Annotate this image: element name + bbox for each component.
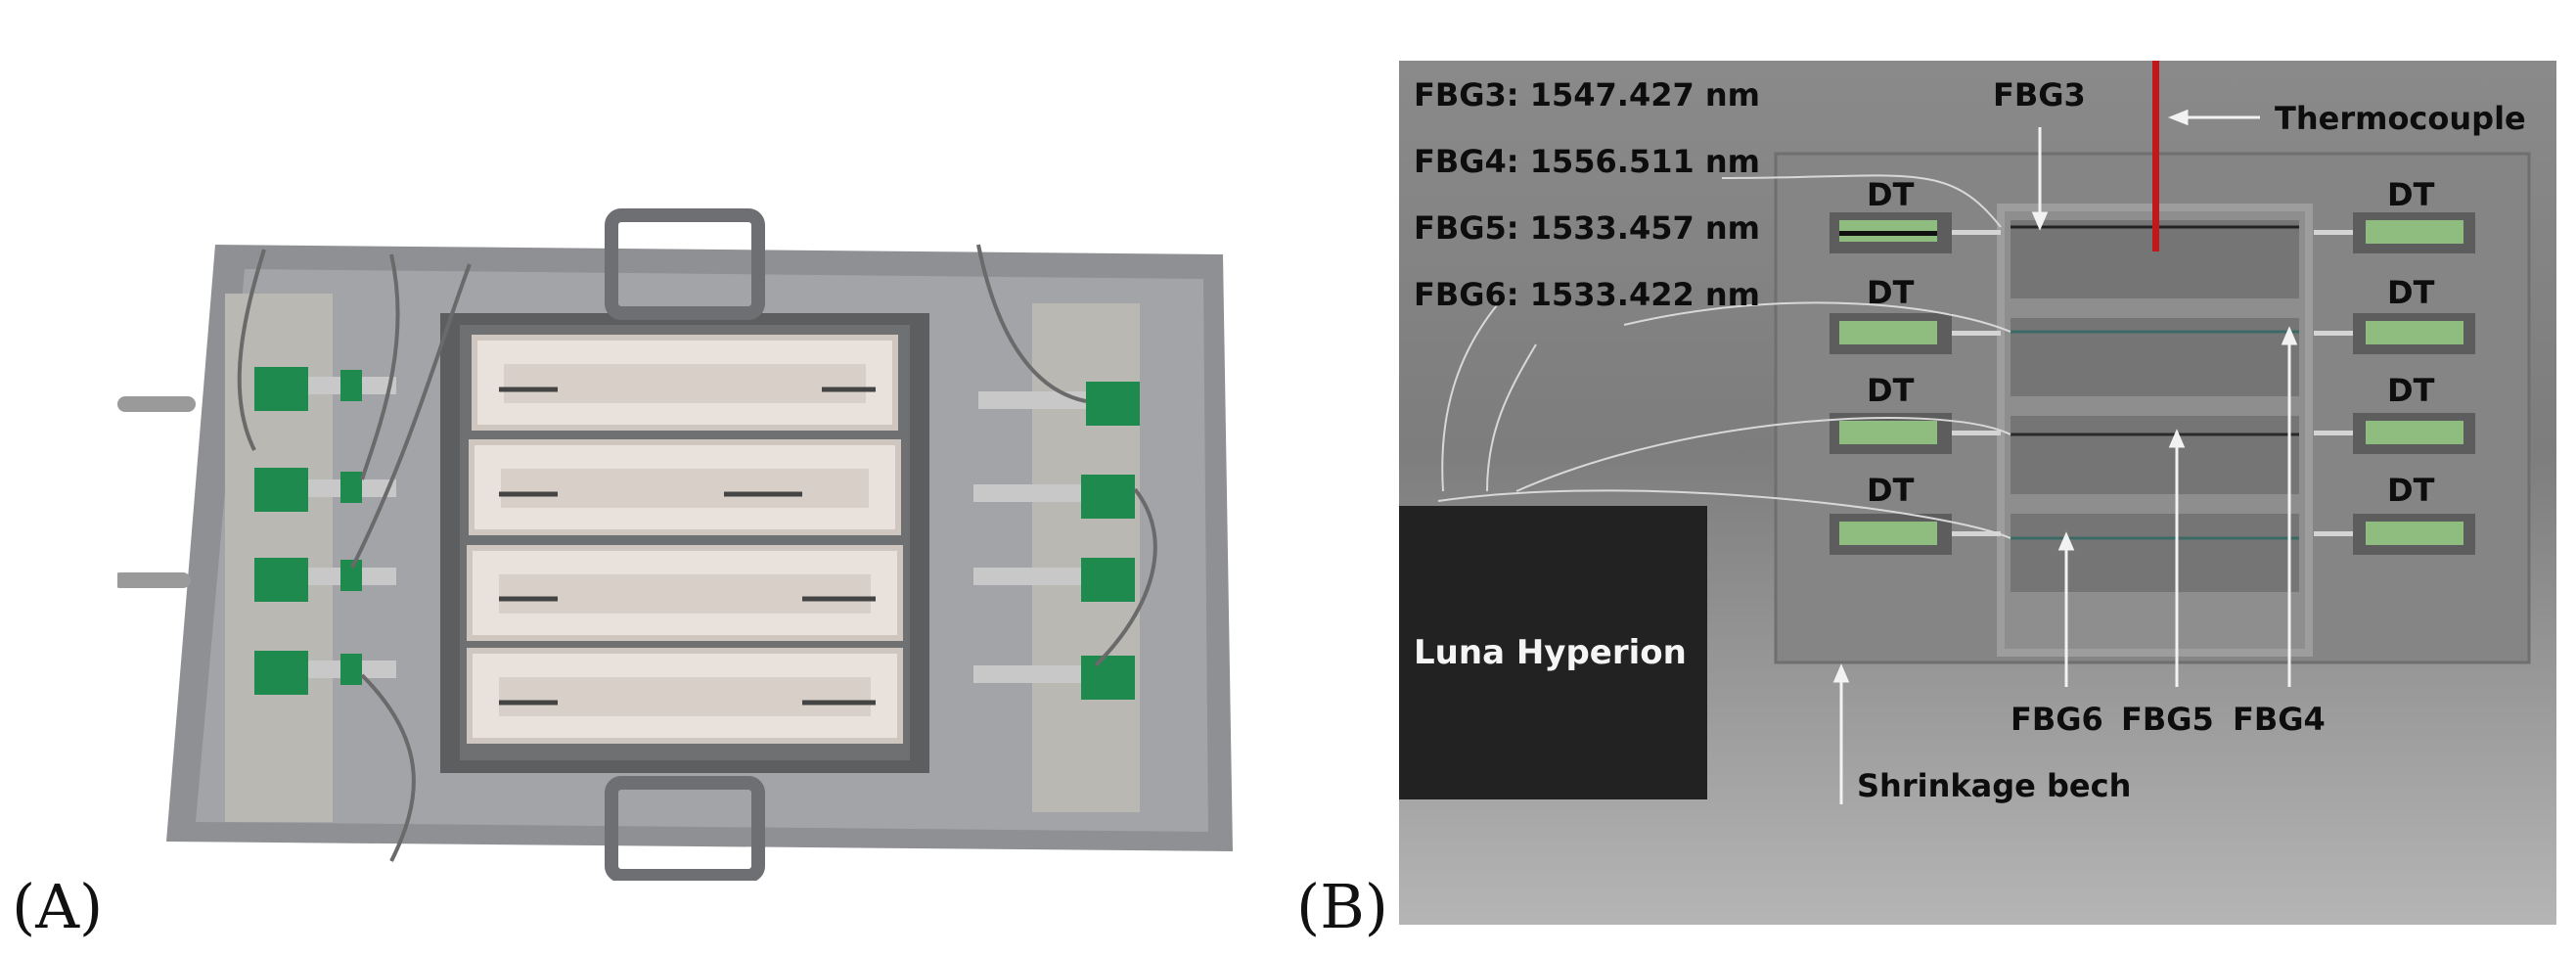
mold-channel <box>2011 416 2299 494</box>
dt-label: DT <box>2387 472 2435 509</box>
dt-sensor <box>1830 413 2001 454</box>
dt-sensor <box>2314 413 2475 454</box>
displacement-transducer <box>254 558 396 602</box>
dt-sensor <box>2314 514 2475 555</box>
mold-channel <box>2011 514 2299 592</box>
fbg6-label: FBG6 <box>2011 701 2103 738</box>
fbg4-wavelength: FBG4: 1556.511 nm <box>1414 143 1760 180</box>
shrinkage-bench-label: Shrinkage bech <box>1857 767 2132 804</box>
thermocouple-probe <box>2152 61 2159 251</box>
dt-label: DT <box>1867 472 1915 509</box>
fbg3-label: FBG3 <box>1993 76 2086 114</box>
panel-a-label: (A) <box>12 871 104 942</box>
dt-label: DT <box>1867 176 1915 213</box>
displacement-transducer <box>973 558 1135 602</box>
fbg3-wavelength: FBG3: 1547.427 nm <box>1414 76 1760 114</box>
dt-sensor <box>1830 212 2001 253</box>
fbg5-label: FBG5 <box>2121 701 2214 738</box>
dt-sensor <box>1830 514 2001 555</box>
displacement-transducer <box>254 651 396 695</box>
setup-schematic-rendering: Luna Hyperion FBG3: 1547.427 nm FBG4: 15… <box>1399 61 2556 925</box>
displacement-transducer <box>978 382 1140 426</box>
fbg4-label: FBG4 <box>2233 701 2326 738</box>
fbg6-wavelength: FBG6: 1533.422 nm <box>1414 276 1760 313</box>
dt-label: DT <box>2387 176 2435 213</box>
dt-label: DT <box>2387 274 2435 311</box>
mold-channel <box>2011 318 2299 396</box>
mold-channel <box>469 439 901 535</box>
dt-sensor <box>1830 313 2001 354</box>
mold-channel <box>467 545 903 641</box>
thermocouple-label: Thermocouple <box>2275 100 2526 137</box>
dt-sensor <box>2314 212 2475 253</box>
dt-label: DT <box>1867 274 1915 311</box>
luna-hyperion-label: Luna Hyperion <box>1414 633 1687 672</box>
displacement-transducer <box>254 367 396 411</box>
bench-drawing <box>1437 61 2531 804</box>
dt-sensor <box>2314 313 2475 354</box>
panel-b-label: (B) <box>1296 871 1388 942</box>
displacement-transducer <box>973 656 1135 700</box>
experimental-setup-photo <box>117 208 1233 881</box>
luna-hyperion-interrogator <box>1399 506 1707 799</box>
dt-label: DT <box>2387 372 2435 409</box>
dt-label: DT <box>1867 372 1915 409</box>
mold-channel <box>472 335 898 431</box>
mold-channel <box>467 648 903 744</box>
displacement-transducer <box>254 468 396 512</box>
displacement-transducer <box>973 475 1135 519</box>
fbg5-wavelength: FBG5: 1533.457 nm <box>1414 209 1760 247</box>
